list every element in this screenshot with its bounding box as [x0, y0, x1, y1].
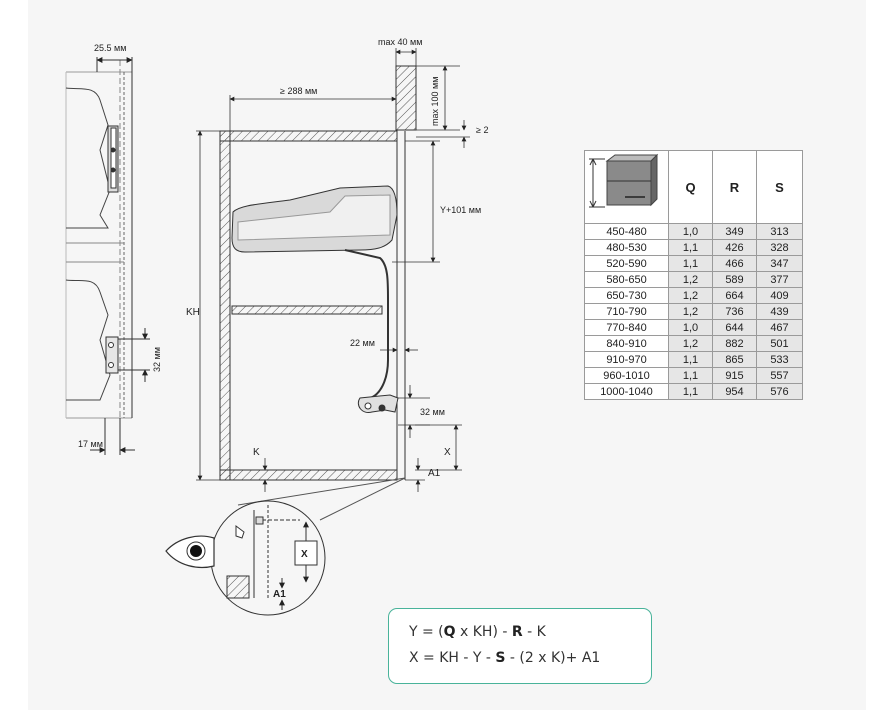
table-cell-r: 882	[712, 335, 757, 352]
dim-x: X	[444, 447, 451, 458]
table-cell-q: 1,1	[668, 351, 713, 368]
dim-17: 17 мм	[78, 439, 103, 449]
table-cell-r: 915	[712, 367, 757, 384]
dim-ge-2: ≥ 2	[476, 125, 488, 135]
formula-x: X = KH - Y - S - (2 x K)+ A1	[409, 645, 651, 671]
table-cell-s: 347	[756, 255, 803, 272]
detail-a1: A1	[273, 589, 286, 600]
table-cell-r: 466	[712, 255, 757, 272]
formula-y: Y = (Q x KH) - R - K	[409, 619, 651, 645]
table-cell-r: 736	[712, 303, 757, 320]
dim-25-5: 25.5 мм	[94, 43, 126, 53]
table-cell-q: 1,2	[668, 271, 713, 288]
table-cell-q: 1,2	[668, 287, 713, 304]
table-cell-range: 650-730	[584, 287, 669, 304]
table-cell-s: 328	[756, 239, 803, 256]
table-cell-r: 865	[712, 351, 757, 368]
cabinet-thumbnail-icon	[589, 153, 659, 208]
detail-view	[210, 477, 406, 616]
table-cell-s: 409	[756, 287, 803, 304]
dim-ge-288: ≥ 288 мм	[280, 86, 317, 96]
dim-k: K	[253, 447, 260, 458]
formula-y-part: - K	[522, 624, 546, 640]
table-thumbnail-cell	[584, 150, 669, 224]
formula-y-part: Y = (	[409, 624, 444, 640]
formula-y-q: Q	[443, 624, 456, 640]
table-cell-s: 557	[756, 367, 803, 384]
table-cell-s: 313	[756, 223, 803, 240]
table-header-r: R	[712, 150, 757, 224]
dim-32-right: 32 мм	[420, 407, 445, 417]
table-header-row: Q R S	[584, 150, 803, 224]
formula-box: Y = (Q x KH) - R - K X = KH - Y - S - (2…	[388, 608, 652, 684]
table-cell-q: 1,2	[668, 303, 713, 320]
formula-y-part: x KH) -	[455, 624, 512, 640]
table-header-q: Q	[668, 150, 713, 224]
dim-kh: KH	[186, 307, 200, 318]
table-cell-range: 480-530	[584, 239, 669, 256]
formula-x-s: S	[495, 650, 506, 666]
table-cell-range: 1000-1040	[584, 383, 669, 400]
eye-icon	[165, 535, 215, 569]
table-cell-q: 1,0	[668, 223, 713, 240]
table-cell-range: 580-650	[584, 271, 669, 288]
table-cell-r: 589	[712, 271, 757, 288]
table-cell-s: 467	[756, 319, 803, 336]
table-cell-r: 644	[712, 319, 757, 336]
table-cell-q: 1,1	[668, 239, 713, 256]
table-cell-r: 426	[712, 239, 757, 256]
dim-y-plus-101: Y+101 мм	[440, 205, 481, 215]
table-cell-s: 439	[756, 303, 803, 320]
table-cell-r: 349	[712, 223, 757, 240]
table-cell-q: 1,1	[668, 255, 713, 272]
table-cell-q: 1,2	[668, 335, 713, 352]
table-cell-range: 910-970	[584, 351, 669, 368]
dim-max-100: max 100 мм	[430, 77, 440, 126]
cabinet-dimensions	[196, 48, 470, 492]
dim-22: 22 мм	[350, 338, 375, 348]
side-view	[65, 57, 150, 455]
table-cell-s: 501	[756, 335, 803, 352]
table-cell-range: 710-790	[584, 303, 669, 320]
table-cell-r: 954	[712, 383, 757, 400]
table-cell-range: 450-480	[584, 223, 669, 240]
table-cell-q: 1,1	[668, 367, 713, 384]
table-cell-range: 960-1010	[584, 367, 669, 384]
lift-mechanism	[231, 185, 399, 414]
table-cell-s: 377	[756, 271, 803, 288]
table-header-s: S	[756, 150, 803, 224]
formula-y-r: R	[511, 624, 523, 640]
table-cell-q: 1,1	[668, 383, 713, 400]
table-cell-s: 533	[756, 351, 803, 368]
dim-a1: A1	[428, 468, 441, 479]
cabinet-section	[219, 65, 417, 481]
formula-x-part: X = KH - Y -	[409, 650, 496, 666]
table-cell-s: 576	[756, 383, 803, 400]
table-cell-range: 520-590	[584, 255, 669, 272]
detail-x: X	[301, 549, 308, 560]
table-cell-range: 840-910	[584, 335, 669, 352]
dim-max-40: max 40 мм	[378, 37, 422, 47]
dim-32-left: 32 мм	[152, 347, 162, 372]
table-cell-range: 770-840	[584, 319, 669, 336]
formula-x-part: - (2 x K)+ A1	[505, 650, 601, 666]
table-cell-q: 1,0	[668, 319, 713, 336]
table-cell-r: 664	[712, 287, 757, 304]
